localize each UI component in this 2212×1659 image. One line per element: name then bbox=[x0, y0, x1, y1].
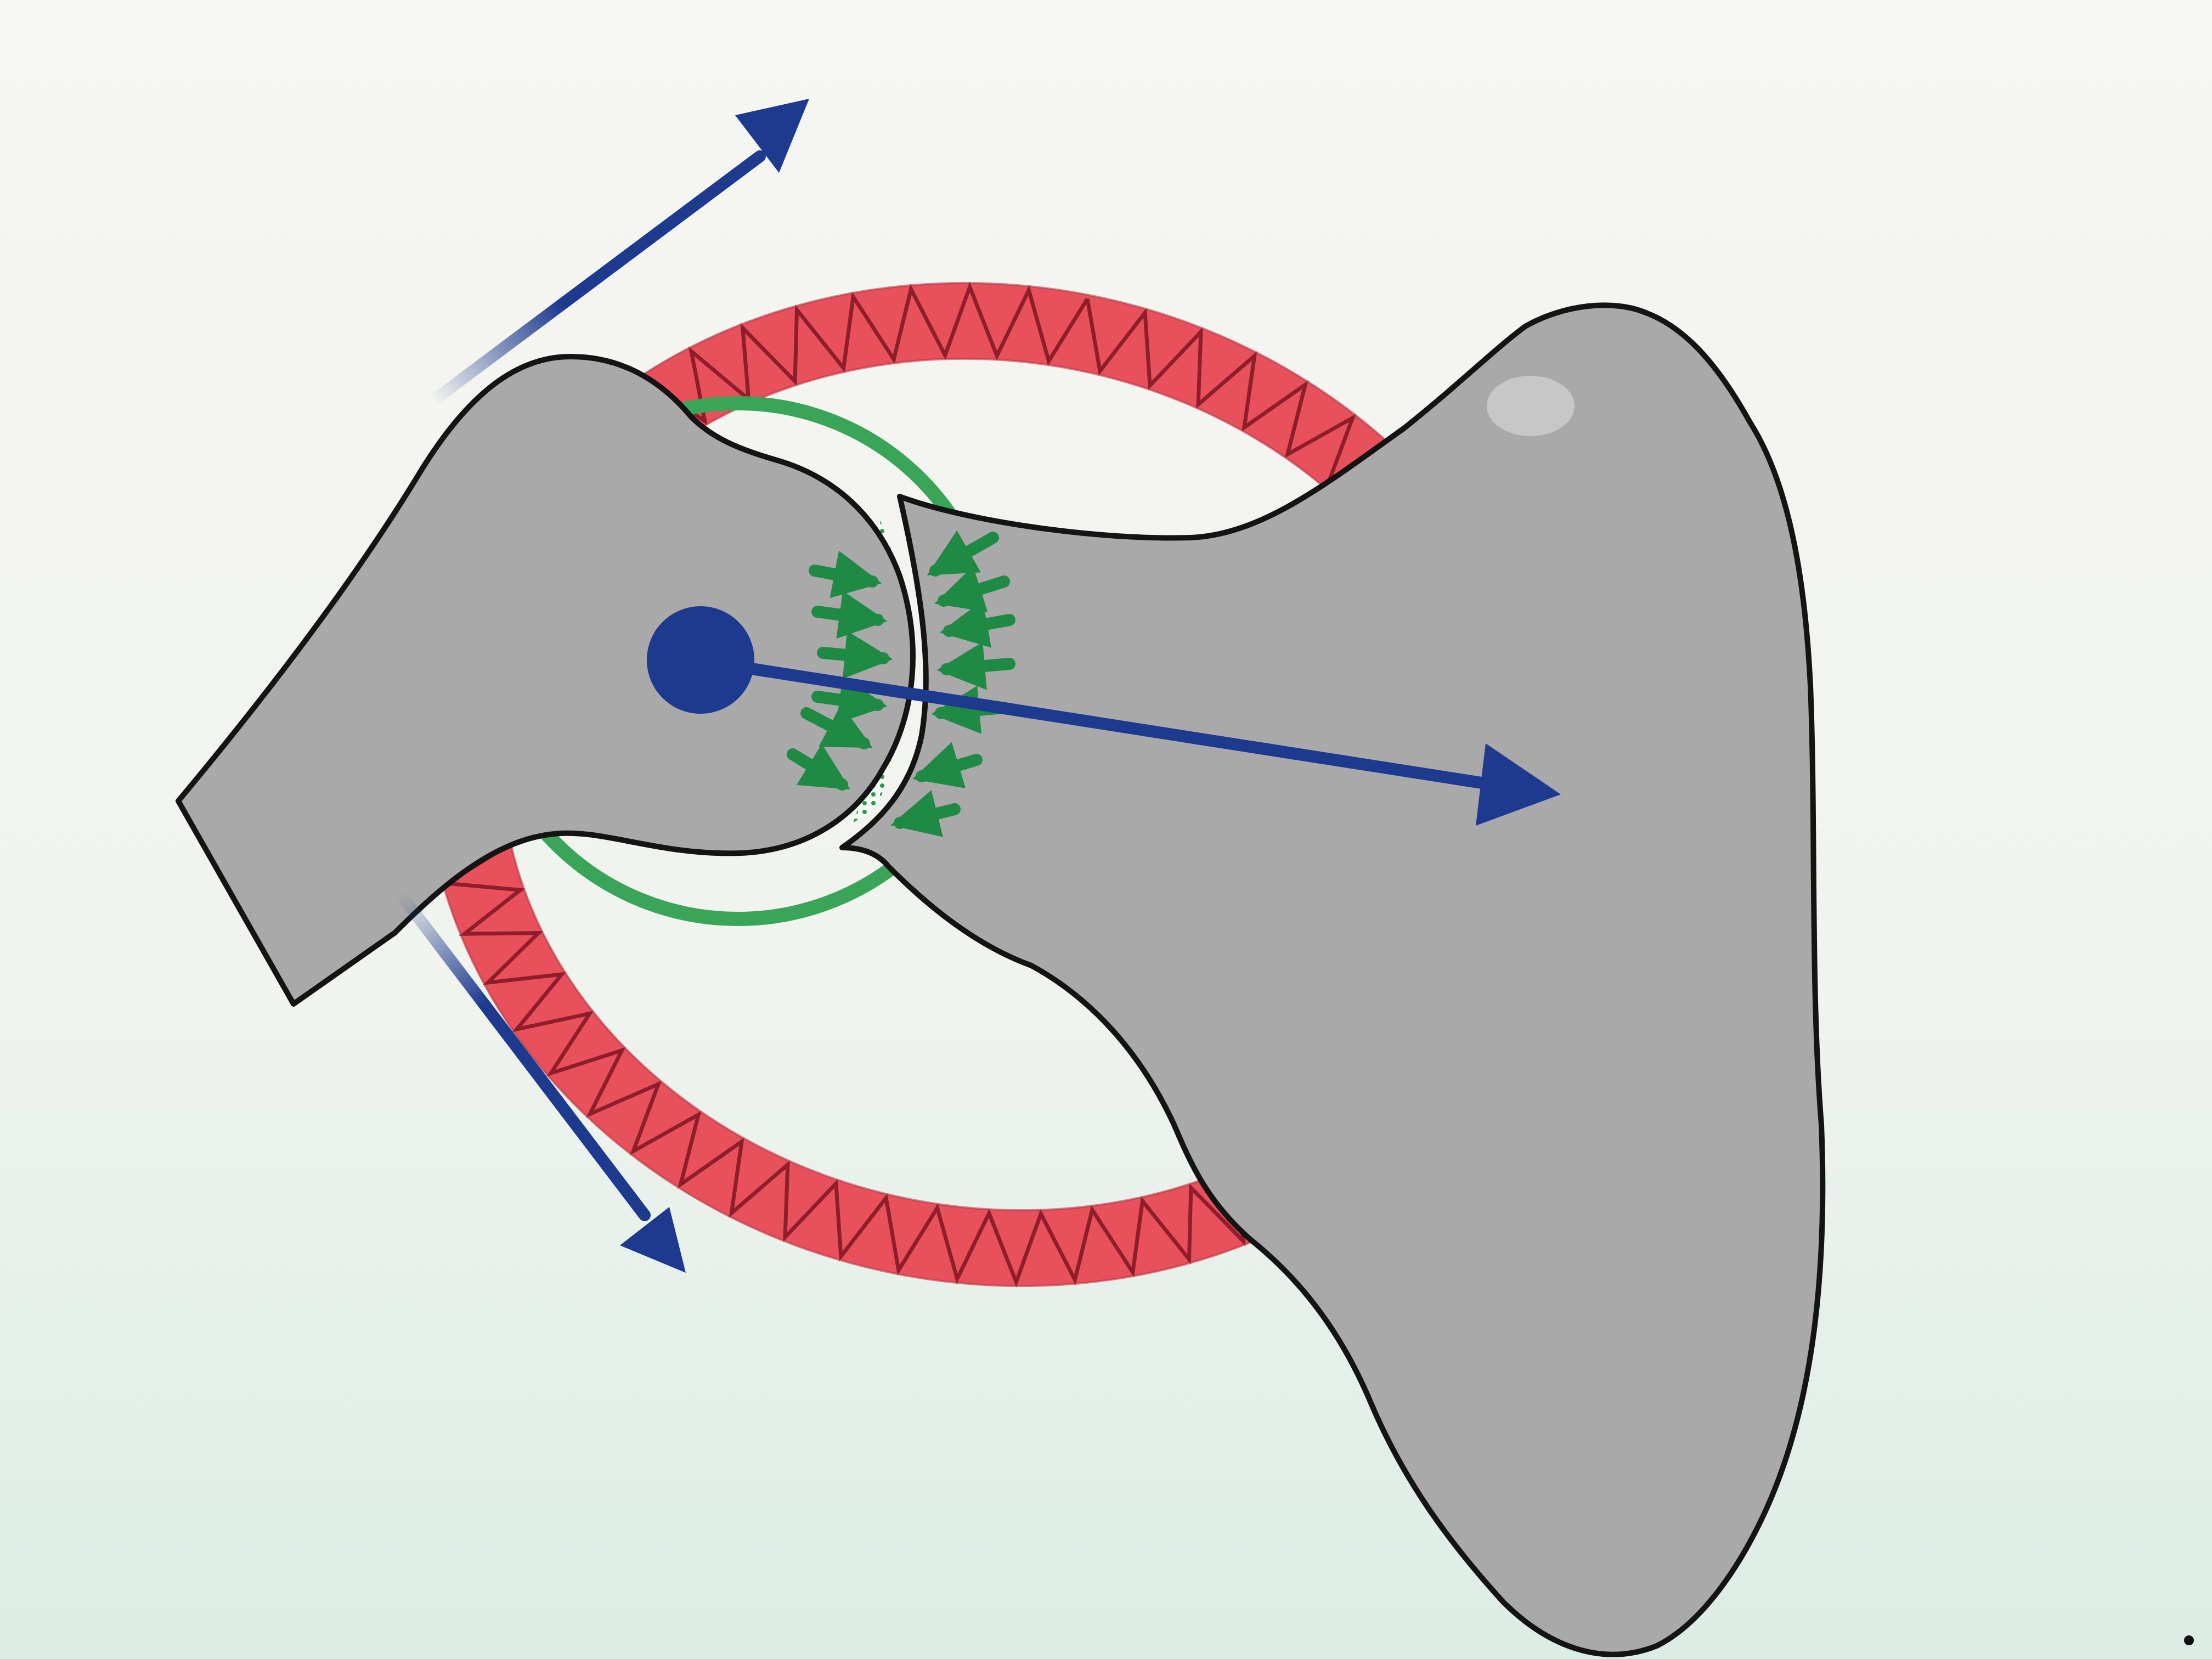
compression-arrow bbox=[890, 790, 961, 837]
scapula-bone bbox=[839, 302, 1826, 1657]
upper-force-vector bbox=[427, 99, 809, 407]
arrow-icon bbox=[735, 99, 809, 173]
compression-arrow bbox=[787, 743, 851, 791]
arrow-icon bbox=[620, 1207, 686, 1273]
lower-force-vector bbox=[394, 888, 686, 1273]
main-force-vector bbox=[696, 655, 1561, 826]
compression-arrow bbox=[912, 742, 983, 788]
compression-arrow bbox=[800, 704, 873, 749]
compression-arrow bbox=[811, 590, 888, 639]
compression-arrow bbox=[934, 566, 1010, 612]
corner-dot bbox=[2184, 1635, 2194, 1645]
compression-arrow bbox=[817, 630, 893, 679]
compression-arrow bbox=[939, 600, 1015, 648]
arrow-icon bbox=[1476, 743, 1561, 826]
compression-arrows-humeral bbox=[787, 550, 893, 791]
glare-highlight bbox=[1487, 376, 1575, 436]
compression-arrow bbox=[809, 550, 882, 599]
compression-arrow bbox=[927, 530, 999, 577]
compression-arrow bbox=[811, 675, 888, 724]
compression-arrow bbox=[936, 642, 1015, 690]
humerus-bone bbox=[176, 354, 916, 1007]
dot-icon bbox=[647, 606, 754, 714]
